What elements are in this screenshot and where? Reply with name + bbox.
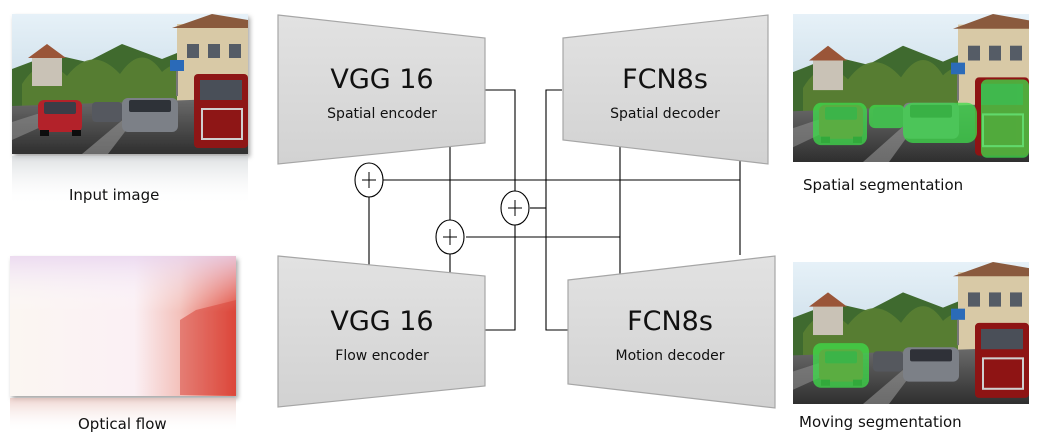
spatial-segmentation-image	[793, 14, 1029, 162]
spatial-encoder-block: VGG 16 Spatial encoder	[278, 15, 485, 164]
sum-node	[501, 191, 529, 225]
spatial-decoder-block: FCN8s Spatial decoder	[563, 15, 768, 164]
flow-encoder-subtitle: Flow encoder	[335, 348, 429, 364]
spatial-encoder-subtitle: Spatial encoder	[327, 106, 437, 122]
flow-encoder-block: VGG 16 Flow encoder	[278, 256, 485, 407]
spatial-segmentation-caption: Spatial segmentation	[803, 176, 963, 194]
input-image-caption: Input image	[69, 186, 159, 204]
motion-decoder-title: FCN8s	[627, 306, 713, 337]
spatial-decoder-subtitle: Spatial decoder	[610, 106, 720, 122]
optical-flow-caption: Optical flow	[78, 415, 167, 433]
moving-segmentation-image	[793, 262, 1029, 404]
sum-node	[436, 220, 464, 254]
motion-decoder-block: FCN8s Motion decoder	[568, 256, 775, 408]
optical-flow-image	[10, 256, 236, 396]
spatial-encoder-title: VGG 16	[330, 64, 433, 95]
motion-decoder-subtitle: Motion decoder	[616, 348, 725, 364]
sum-node	[355, 163, 383, 197]
spatial-decoder-title: FCN8s	[622, 64, 708, 95]
moving-segmentation-caption: Moving segmentation	[799, 413, 962, 431]
flow-encoder-title: VGG 16	[330, 306, 433, 337]
input-image	[12, 14, 248, 154]
segmentation-mask	[813, 343, 869, 388]
